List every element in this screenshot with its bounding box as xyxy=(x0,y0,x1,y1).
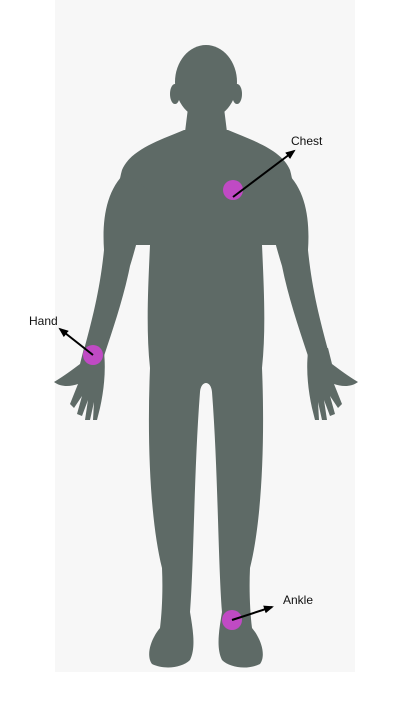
right-hand xyxy=(307,348,358,420)
right-arm xyxy=(264,172,328,356)
head xyxy=(175,45,237,119)
torso-and-legs xyxy=(118,130,294,668)
chest-label: Chest xyxy=(291,134,323,148)
left-arm xyxy=(84,172,148,356)
human-silhouette xyxy=(54,45,358,668)
chest-marker xyxy=(223,180,243,200)
left-hand xyxy=(54,348,105,420)
hand-arrow xyxy=(58,327,94,356)
ankle-arrow xyxy=(231,605,274,621)
hand-label: Hand xyxy=(29,314,58,328)
ankle-label: Ankle xyxy=(283,593,314,607)
chest-arrow xyxy=(232,149,296,198)
